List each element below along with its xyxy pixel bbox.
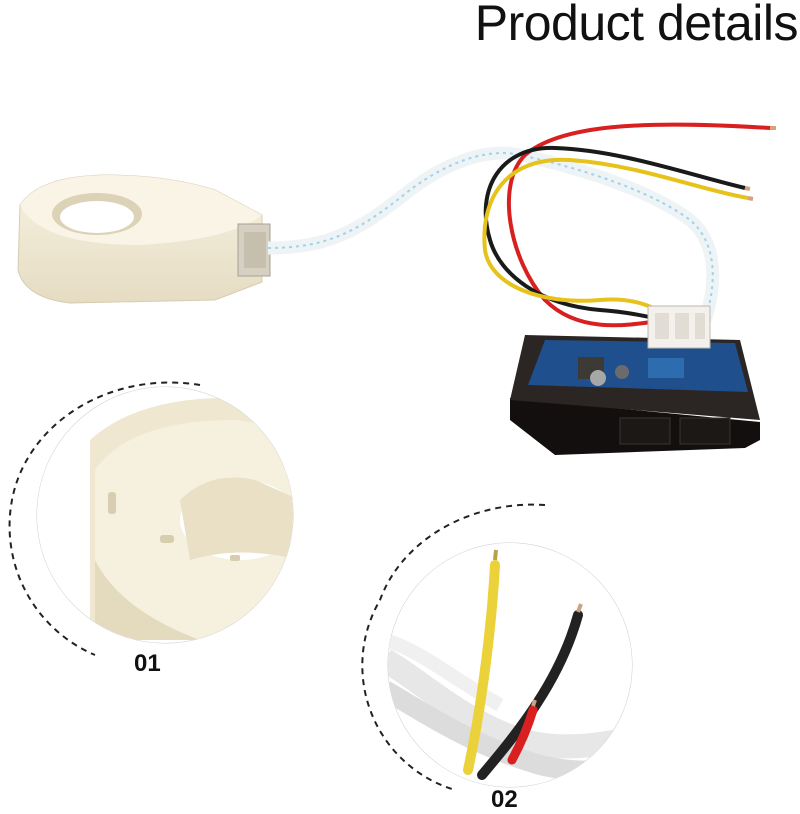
red-wire: [506, 122, 771, 328]
detail-01-magnifier: [8, 381, 294, 656]
page-title: Product details: [474, 0, 799, 51]
detail-label-02: 02: [491, 786, 518, 813]
hall-sensor-ring: [17, 174, 271, 304]
detail-02-magnifier: [361, 503, 633, 791]
yellow-wire: [482, 157, 749, 322]
display-meter: [510, 305, 760, 455]
detail-label-01: 01: [134, 650, 161, 677]
